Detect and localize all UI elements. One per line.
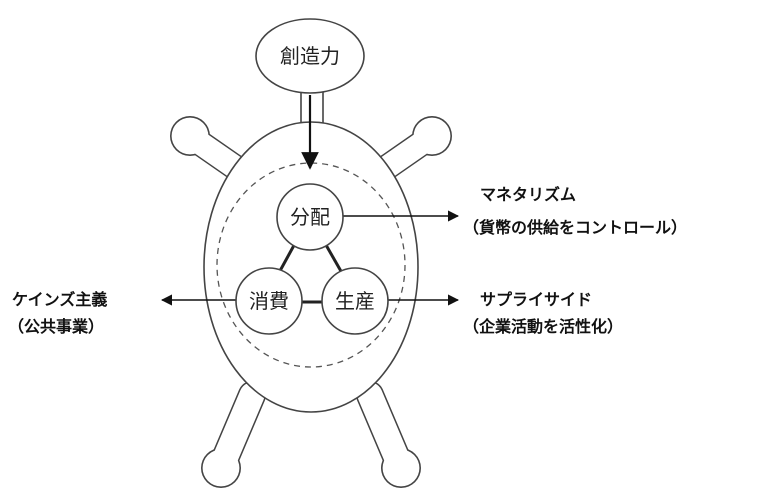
upper-left-limb [170,116,252,183]
keynesian-note: （公共事業） [8,317,104,336]
keynesian-label: ケインズ主義 [12,290,107,309]
lower-left-limb [201,381,266,488]
monetarism-note: （貨幣の供給をコントロール） [463,218,687,237]
supply-side-note: （企業活動を活性化） [463,317,623,336]
lower-right-limb [356,381,421,488]
consumption-label: 消費 [249,289,289,313]
supply-side-label: サプライサイド [480,290,592,309]
distribution-label: 分配 [290,205,330,229]
shell-inner-dashed [216,162,406,368]
production-label: 生産 [335,289,375,313]
upper-right-limb [370,116,452,183]
head-node [255,18,365,94]
monetarism-label: マネタリズム [480,185,576,204]
head-label: 創造力 [280,44,340,68]
distribution-node [276,183,344,251]
consumption-node [235,267,303,335]
production-node [321,267,389,335]
